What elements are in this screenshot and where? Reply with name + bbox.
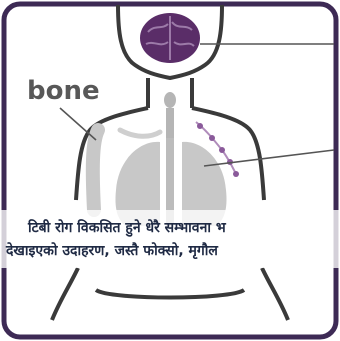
caption-line-2: देखाइएको उदाहरण, जस्तै फोक्सो, मृगौल — [6, 243, 218, 260]
bone-pointer — [60, 108, 96, 140]
caption-line-1: टिबी रोग विकसित हुने धेरै सम्भावना भ — [28, 220, 226, 237]
trachea-icon — [164, 92, 176, 138]
bone-label: bone — [27, 78, 100, 104]
lower-body-outline — [52, 268, 288, 320]
caption-overlay: टिबी रोग विकसित हुने धेरै सम्भावना भ देख… — [0, 210, 340, 268]
brain-icon — [140, 13, 200, 63]
clavicle — [120, 130, 160, 136]
bone-icon — [93, 130, 98, 210]
